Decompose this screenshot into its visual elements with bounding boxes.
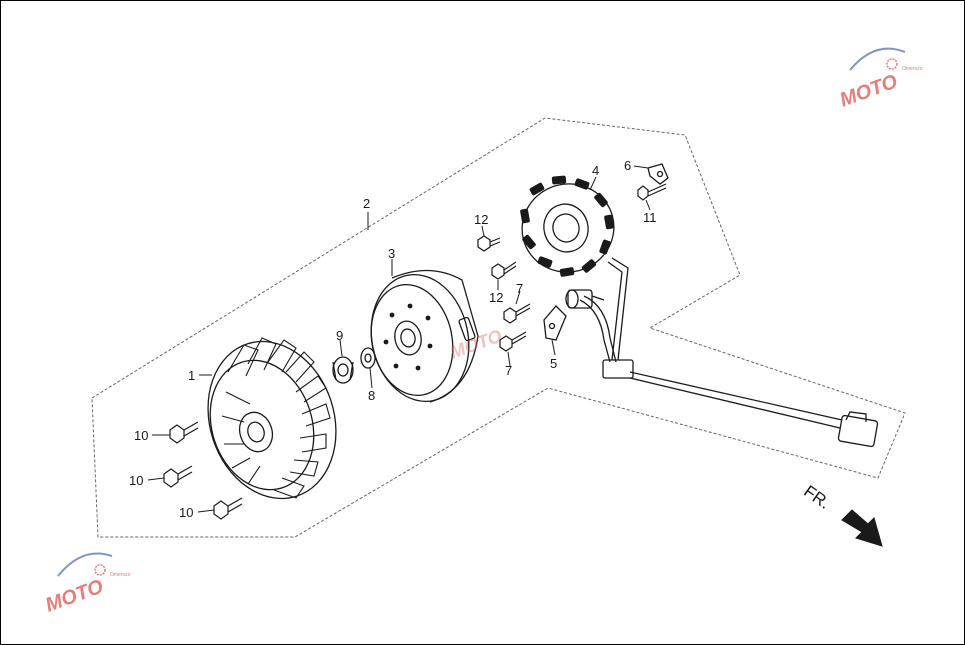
callout-7-lower: 7: [505, 363, 512, 378]
callout-12-lower: 12: [489, 290, 503, 305]
callout-8: 8: [368, 388, 375, 403]
front-arrow-icon: [841, 509, 883, 547]
front-direction-label: FR.: [800, 482, 833, 513]
callout-12-upper: 12: [474, 212, 488, 227]
wire-clamp-5: [543, 305, 567, 341]
callout-10-bottom: 10: [179, 505, 193, 520]
leader-lines: [147, 165, 651, 513]
bolt-7-lower: [499, 331, 527, 352]
bolt-10-top: [169, 421, 199, 444]
callout-labels: 1 2 3 4 5 6 7 7 8 9 10 10 10 11 12 12: [129, 158, 657, 520]
bolt-7-upper: [503, 303, 531, 324]
watermark-tagline: Omerozo: [902, 66, 923, 72]
bolt-10-bottom: [213, 497, 243, 520]
callout-6: 6: [624, 158, 631, 173]
front-direction-indicator: FR.: [800, 482, 883, 547]
bolt-12-upper: [477, 235, 501, 252]
watermark-tagline-2: Omerozo: [110, 572, 131, 578]
callout-10-middle: 10: [129, 473, 143, 488]
assembly-outline: [91, 117, 906, 538]
bolt-10-middle: [163, 465, 193, 488]
pulser-coil: [565, 289, 605, 309]
callout-3: 3: [388, 246, 395, 261]
callout-1: 1: [188, 368, 195, 383]
watermark-gear-icon-2: [94, 564, 106, 576]
watermark-brand-2: MOTO: [43, 575, 107, 616]
wire-harness: [579, 257, 879, 448]
watermark-gear-icon: [886, 58, 898, 70]
watermark-brand: MOTO: [837, 70, 901, 111]
callout-2: 2: [363, 196, 370, 211]
bolt-11: [637, 183, 667, 201]
watermark-brand-3: MOTO: [447, 326, 504, 363]
washer: [360, 347, 376, 369]
watermark-top-right: MOTO Omerozo: [837, 47, 923, 112]
callout-4: 4: [592, 163, 599, 178]
callout-9: 9: [336, 328, 343, 343]
cooling-fan: [207, 337, 337, 500]
callout-10-top: 10: [134, 428, 148, 443]
watermark-swoosh-icon-2: [57, 552, 113, 577]
flywheel-rotor: [370, 269, 479, 403]
flywheel-nut: [332, 356, 354, 384]
stator: [520, 175, 615, 277]
watermark-center: MOTO: [447, 326, 504, 363]
wire-clamp-6: [647, 163, 669, 185]
callout-11: 11: [643, 210, 657, 225]
callout-5: 5: [550, 356, 557, 371]
callout-7-upper: 7: [516, 281, 523, 296]
watermark-swoosh-icon: [849, 47, 906, 71]
bolt-12-lower: [491, 261, 517, 280]
watermark-bottom-left: MOTO Omerozo: [43, 552, 131, 617]
